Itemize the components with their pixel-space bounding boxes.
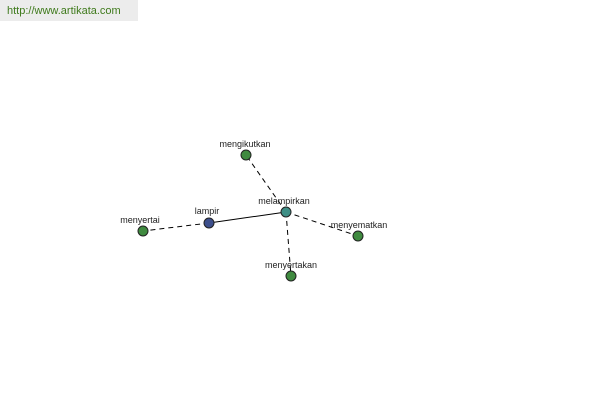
node-melampirkan[interactable]: melampirkan	[258, 196, 310, 218]
node-label-menyematkan: menyematkan	[331, 220, 388, 230]
node-dot-melampirkan[interactable]	[280, 206, 292, 218]
node-label-melampirkan: melampirkan	[258, 196, 310, 206]
node-dot-lampir[interactable]	[203, 217, 215, 229]
node-lampir[interactable]: lampir	[195, 206, 220, 229]
node-dot-menyertakan[interactable]	[285, 270, 297, 282]
node-menyertakan[interactable]: menyertakan	[265, 260, 317, 282]
node-dot-mengikutkan[interactable]	[240, 149, 252, 161]
node-dot-menyematkan[interactable]	[352, 230, 364, 242]
graph-edges	[142, 154, 359, 277]
edge-melampirkan-menyematkan	[285, 211, 359, 237]
node-label-menyertakan: menyertakan	[265, 260, 317, 270]
node-label-mengikutkan: mengikutkan	[219, 139, 270, 149]
node-label-lampir: lampir	[195, 206, 220, 216]
node-menyertai[interactable]: menyertai	[120, 215, 160, 237]
node-mengikutkan[interactable]: mengikutkan	[219, 139, 271, 161]
graph-nodes: lampir melampirkan mengikutkan menyertai men…	[120, 139, 388, 282]
node-dot-menyertai[interactable]	[137, 225, 149, 237]
edge-melampirkan-menyertakan	[285, 211, 292, 277]
node-menyematkan[interactable]: menyematkan	[331, 220, 388, 242]
source-url-banner: http://www.artikata.com	[0, 0, 138, 21]
edge-melampirkan-mengikutkan	[245, 154, 287, 213]
node-label-menyertai: menyertai	[120, 215, 160, 225]
edge-lampir-menyertai	[142, 222, 210, 232]
source-url[interactable]: http://www.artikata.com	[7, 5, 121, 17]
edge-lampir-melampirkan	[208, 211, 287, 224]
